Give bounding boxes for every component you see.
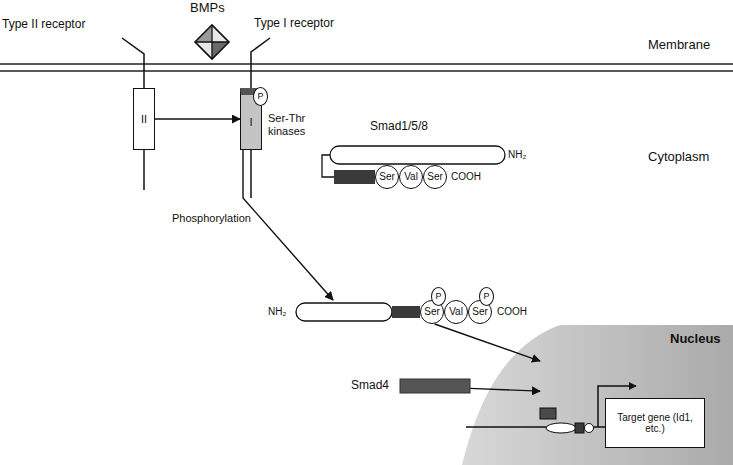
text-slot: Type II receptor bbox=[2, 18, 85, 32]
text-slot: NH₂ bbox=[268, 306, 286, 318]
ligand-label: BMPs bbox=[190, 1, 225, 16]
node-text: I bbox=[249, 116, 252, 129]
text-slot: COOH bbox=[451, 171, 481, 183]
signal-arrow bbox=[243, 150, 333, 300]
text-slot: Cytoplasm bbox=[648, 150, 709, 165]
compartment-label: Cytoplasm bbox=[648, 150, 709, 165]
node-text: COOH bbox=[451, 171, 481, 183]
node-text: P bbox=[483, 291, 489, 301]
residue-circle: Ser bbox=[375, 165, 399, 189]
residue-circle: SerP bbox=[420, 300, 444, 324]
text-slot: Type I receptor bbox=[254, 17, 334, 31]
node-text: II bbox=[141, 113, 147, 126]
nucleus-region: NucleusTarget gene (Id1, etc.) bbox=[540, 325, 733, 465]
node-text: NH₂ bbox=[508, 149, 526, 161]
bmp-ligand bbox=[195, 25, 229, 59]
membrane-line bbox=[0, 70, 733, 72]
text-slot: COOH bbox=[497, 306, 527, 318]
node-text: NH₂ bbox=[268, 306, 286, 318]
residue-circle: Ser bbox=[423, 165, 447, 189]
text-slot: NH₂ bbox=[508, 149, 526, 161]
residue-circle: Val bbox=[444, 300, 468, 324]
node-text: Smad4 bbox=[351, 379, 389, 393]
text-slot: Smad4 bbox=[351, 379, 389, 393]
smad-molecule: NH₂ COOH SerP Val SerP bbox=[268, 300, 533, 324]
phosphate-circle: P bbox=[431, 287, 446, 306]
text-slot: Smad1/5/8 bbox=[370, 120, 428, 134]
text-slot: Ser-Thr kinases bbox=[268, 112, 318, 137]
node-text: Ser bbox=[427, 171, 443, 183]
text-slot: Nucleus bbox=[670, 332, 721, 347]
phosphate-circle: P bbox=[479, 287, 494, 306]
node-text: Ser bbox=[424, 306, 440, 318]
node-text: P bbox=[435, 291, 441, 301]
receptor-label: Type II receptor bbox=[2, 18, 85, 32]
smad-complex bbox=[540, 408, 594, 433]
edge-label: Phosphorylation bbox=[172, 212, 251, 225]
receptor-label: Type I receptor bbox=[254, 17, 334, 31]
receptor-chain bbox=[122, 38, 144, 88]
membrane-line bbox=[0, 63, 733, 65]
receptor-box: IP bbox=[240, 88, 262, 150]
smad-molecule: Smad1/5/8NH₂ COOH Ser Val Ser bbox=[318, 120, 533, 192]
node-text: Target gene (Id1, etc.) bbox=[610, 412, 700, 435]
text-slot: Membrane bbox=[648, 38, 710, 53]
receptor-chain bbox=[251, 38, 270, 88]
gene-box: Target gene (Id1, etc.) bbox=[605, 398, 705, 448]
signal-arrow bbox=[155, 118, 240, 119]
signal-arrow bbox=[435, 324, 540, 361]
node-text: Ser bbox=[472, 306, 488, 318]
phosphate-circle: P bbox=[253, 87, 268, 106]
residue-circle: SerP bbox=[468, 300, 492, 324]
receptor-tail bbox=[143, 150, 145, 190]
text-slot: BMPs bbox=[190, 1, 225, 16]
node-text: Smad1/5/8 bbox=[370, 120, 428, 134]
kinase-label: Ser-Thr kinases bbox=[268, 112, 318, 137]
signal-arrow bbox=[470, 388, 540, 391]
compartment-label: Membrane bbox=[648, 38, 710, 53]
text-slot: Phosphorylation bbox=[172, 212, 251, 225]
receptor-tail bbox=[250, 150, 252, 198]
residue-circle: Val bbox=[399, 165, 423, 189]
molecule-outline bbox=[268, 300, 533, 324]
node-text: COOH bbox=[497, 306, 527, 318]
node-text: Val bbox=[404, 171, 418, 183]
receptor-box: II bbox=[133, 88, 155, 150]
nucleus-ground bbox=[462, 325, 733, 465]
node-text: Val bbox=[449, 306, 463, 318]
node-text: Nucleus bbox=[670, 332, 721, 347]
node-text: P bbox=[257, 91, 263, 101]
node-text: Ser bbox=[379, 171, 395, 183]
smad4-box: Smad4 bbox=[351, 378, 470, 394]
